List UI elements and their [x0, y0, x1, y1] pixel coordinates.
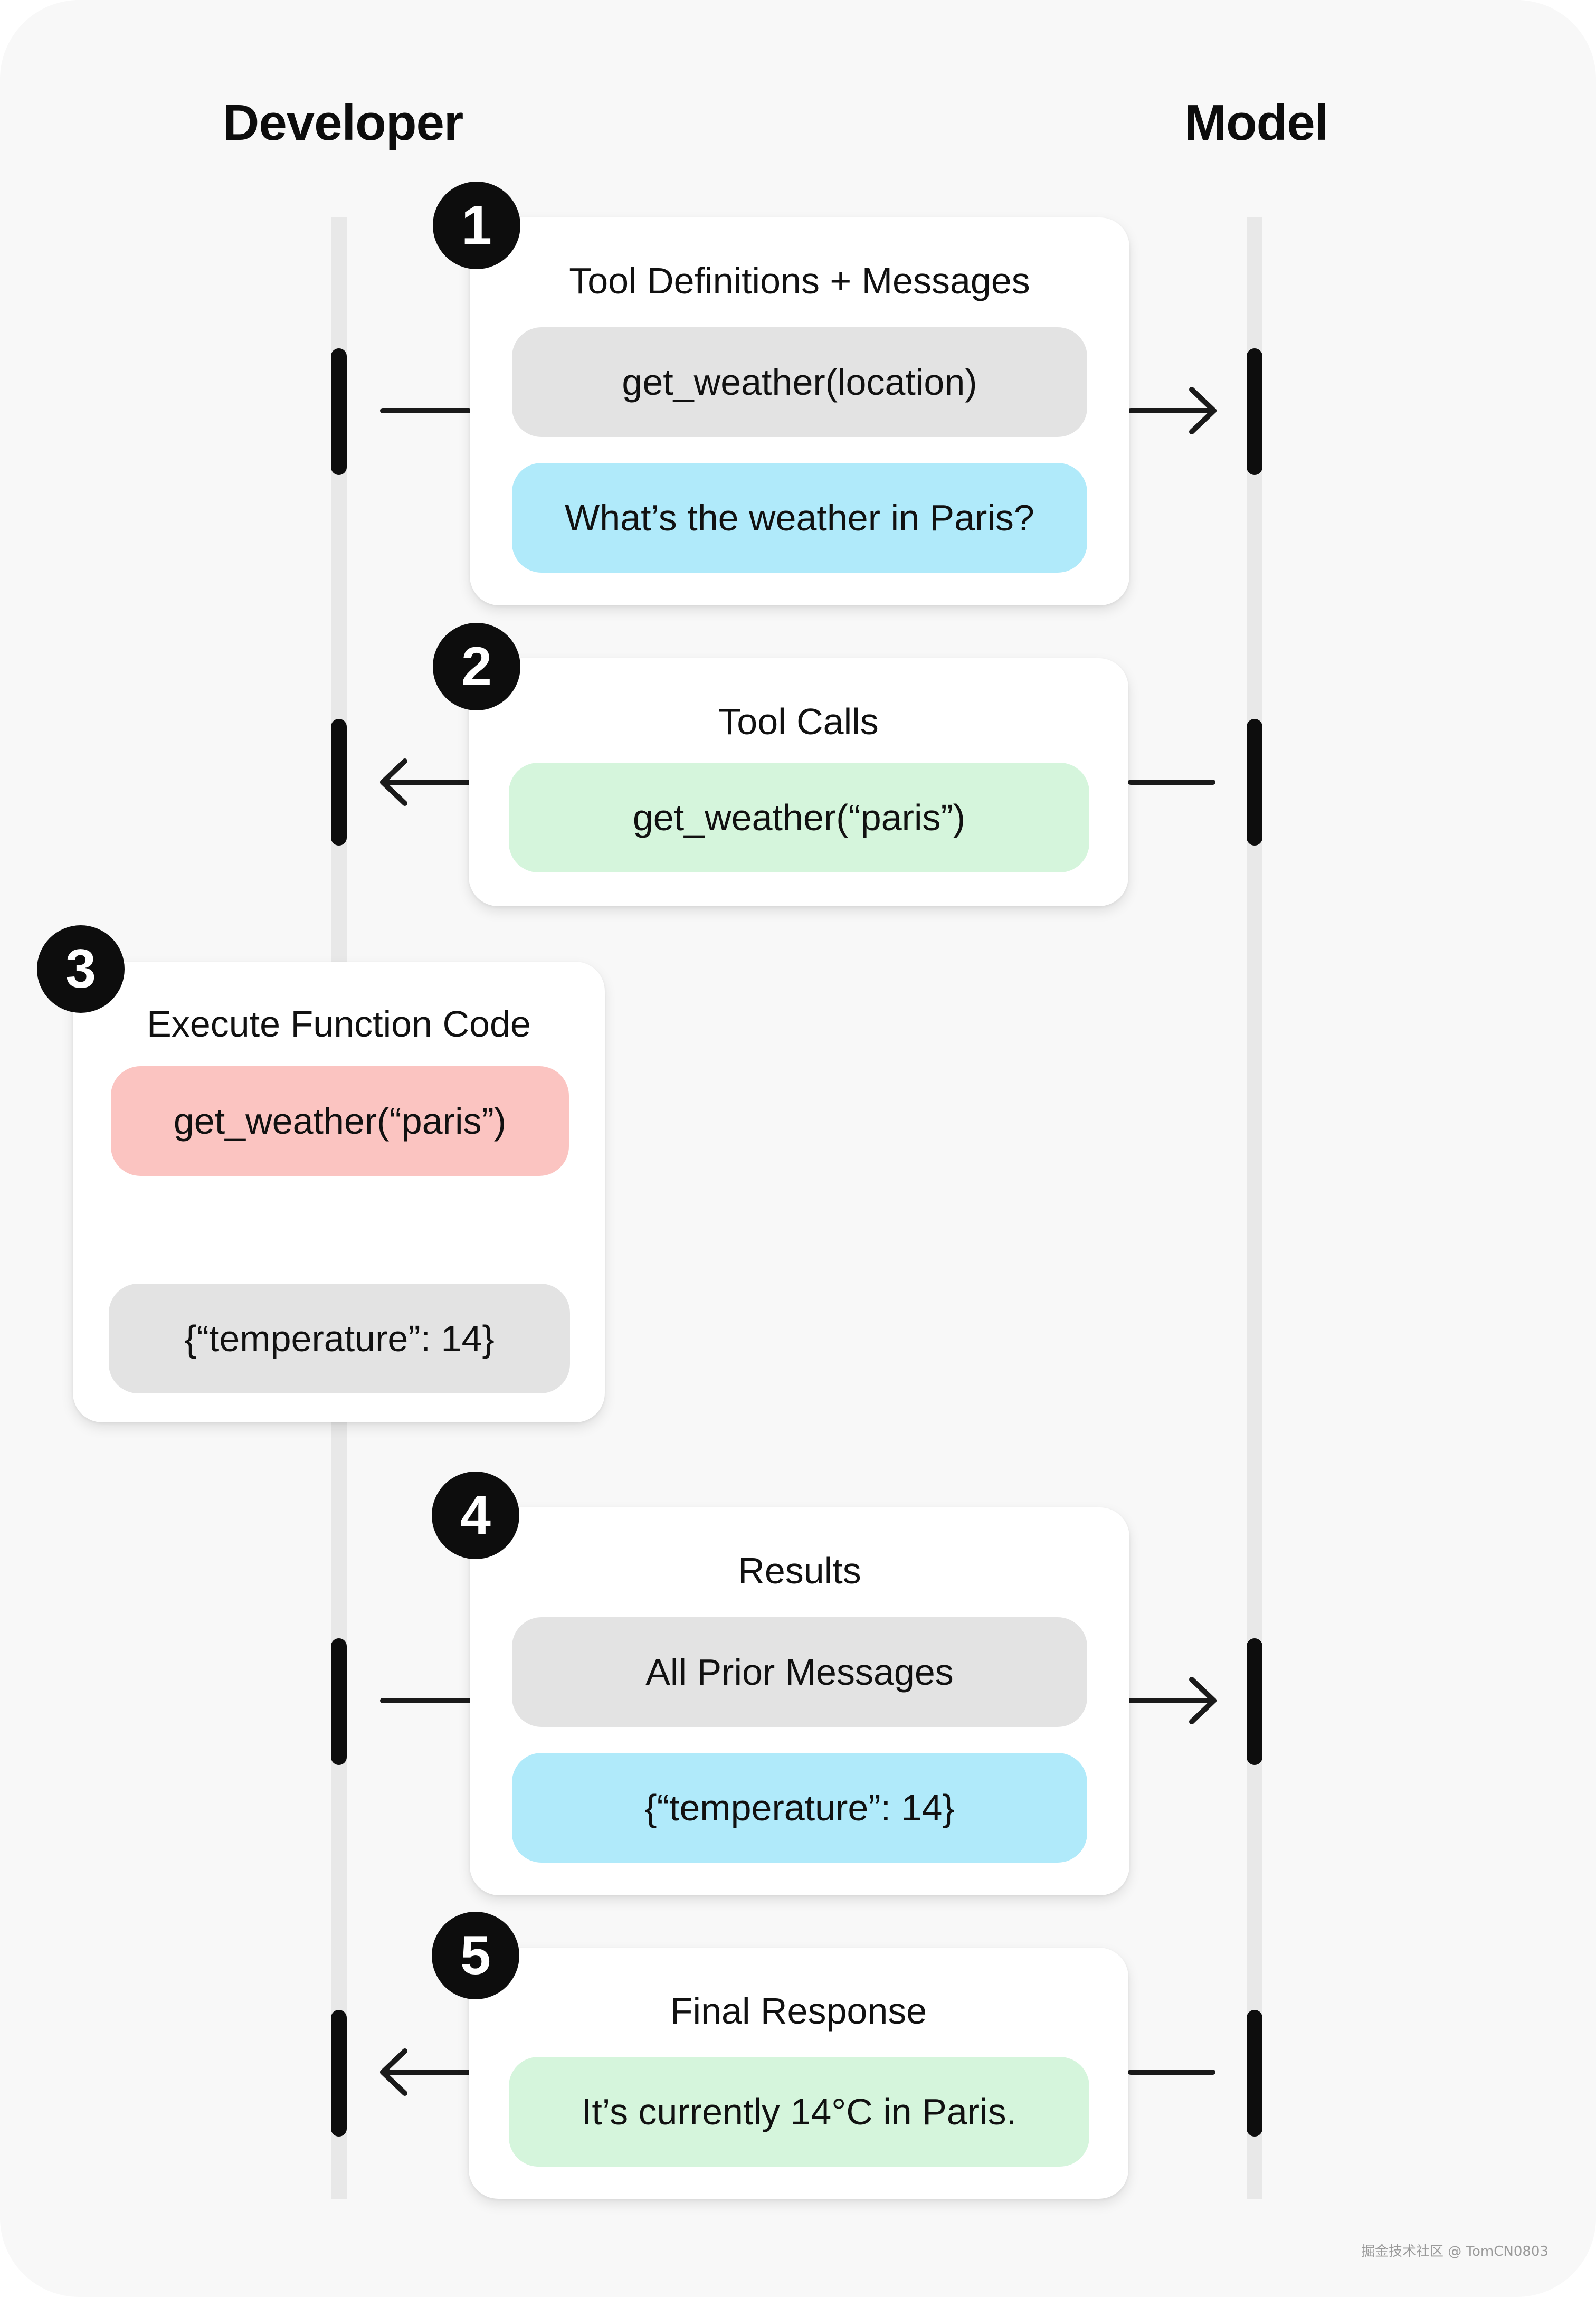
- step-5-arrowhead-left: [380, 2048, 407, 2096]
- step-4-arrowhead-right: [1189, 1677, 1217, 1724]
- watermark: 掘金技术社区 @ TomCN0803: [1361, 2244, 1548, 2260]
- step-4-prior-messages-pill: All Prior Messages: [512, 1617, 1087, 1727]
- step-3-function-call-pill: get_weather(“paris”): [111, 1066, 569, 1176]
- step-2-arrowhead-left: [380, 758, 407, 806]
- developer-column-title: Developer: [223, 94, 463, 151]
- step-1-card: Tool Definitions + Messages get_weather(…: [470, 217, 1129, 605]
- step-2-title: Tool Calls: [718, 701, 879, 742]
- model-marker-step-2: [1247, 719, 1262, 846]
- step-5-card: Final Response It’s currently 14°C in Pa…: [469, 1948, 1128, 2199]
- model-column-title: Model: [1184, 94, 1328, 151]
- model-marker-step-1: [1247, 348, 1262, 475]
- step-5-title: Final Response: [670, 1990, 927, 2032]
- step-1-tool-definition-pill: get_weather(location): [512, 327, 1087, 437]
- step-3-title: Execute Function Code: [147, 1003, 531, 1045]
- step-2-card: Tool Calls get_weather(“paris”): [469, 658, 1128, 906]
- step-1-badge: 1: [433, 182, 520, 269]
- step-2-badge: 2: [433, 623, 520, 710]
- step-3-card: Execute Function Code get_weather(“paris…: [73, 962, 605, 1422]
- step-1-title: Tool Definitions + Messages: [569, 260, 1030, 301]
- step-4-badge: 4: [432, 1472, 519, 1559]
- developer-marker-step-2: [331, 719, 347, 846]
- step-2-tool-call-pill: get_weather(“paris”): [509, 763, 1089, 872]
- step-4-card: Results All Prior Messages {“temperature…: [470, 1507, 1129, 1895]
- step-1-message-pill: What’s the weather in Paris?: [512, 463, 1087, 573]
- model-marker-step-4: [1247, 1638, 1262, 1765]
- model-lifeline: [1247, 217, 1262, 2199]
- step-5-final-response-pill: It’s currently 14°C in Paris.: [509, 2057, 1089, 2167]
- developer-marker-step-1: [331, 348, 347, 475]
- model-marker-step-5: [1247, 2010, 1262, 2137]
- step-3-badge: 3: [37, 925, 125, 1013]
- step-4-title: Results: [738, 1550, 861, 1591]
- step-1-arrowhead-right: [1189, 387, 1217, 434]
- step-3-function-result-pill: {“temperature”: 14}: [109, 1284, 570, 1393]
- developer-marker-step-5: [331, 2010, 347, 2137]
- developer-marker-step-4: [331, 1638, 347, 1765]
- step-5-badge: 5: [432, 1912, 519, 1999]
- step-4-result-pill: {“temperature”: 14}: [512, 1753, 1087, 1863]
